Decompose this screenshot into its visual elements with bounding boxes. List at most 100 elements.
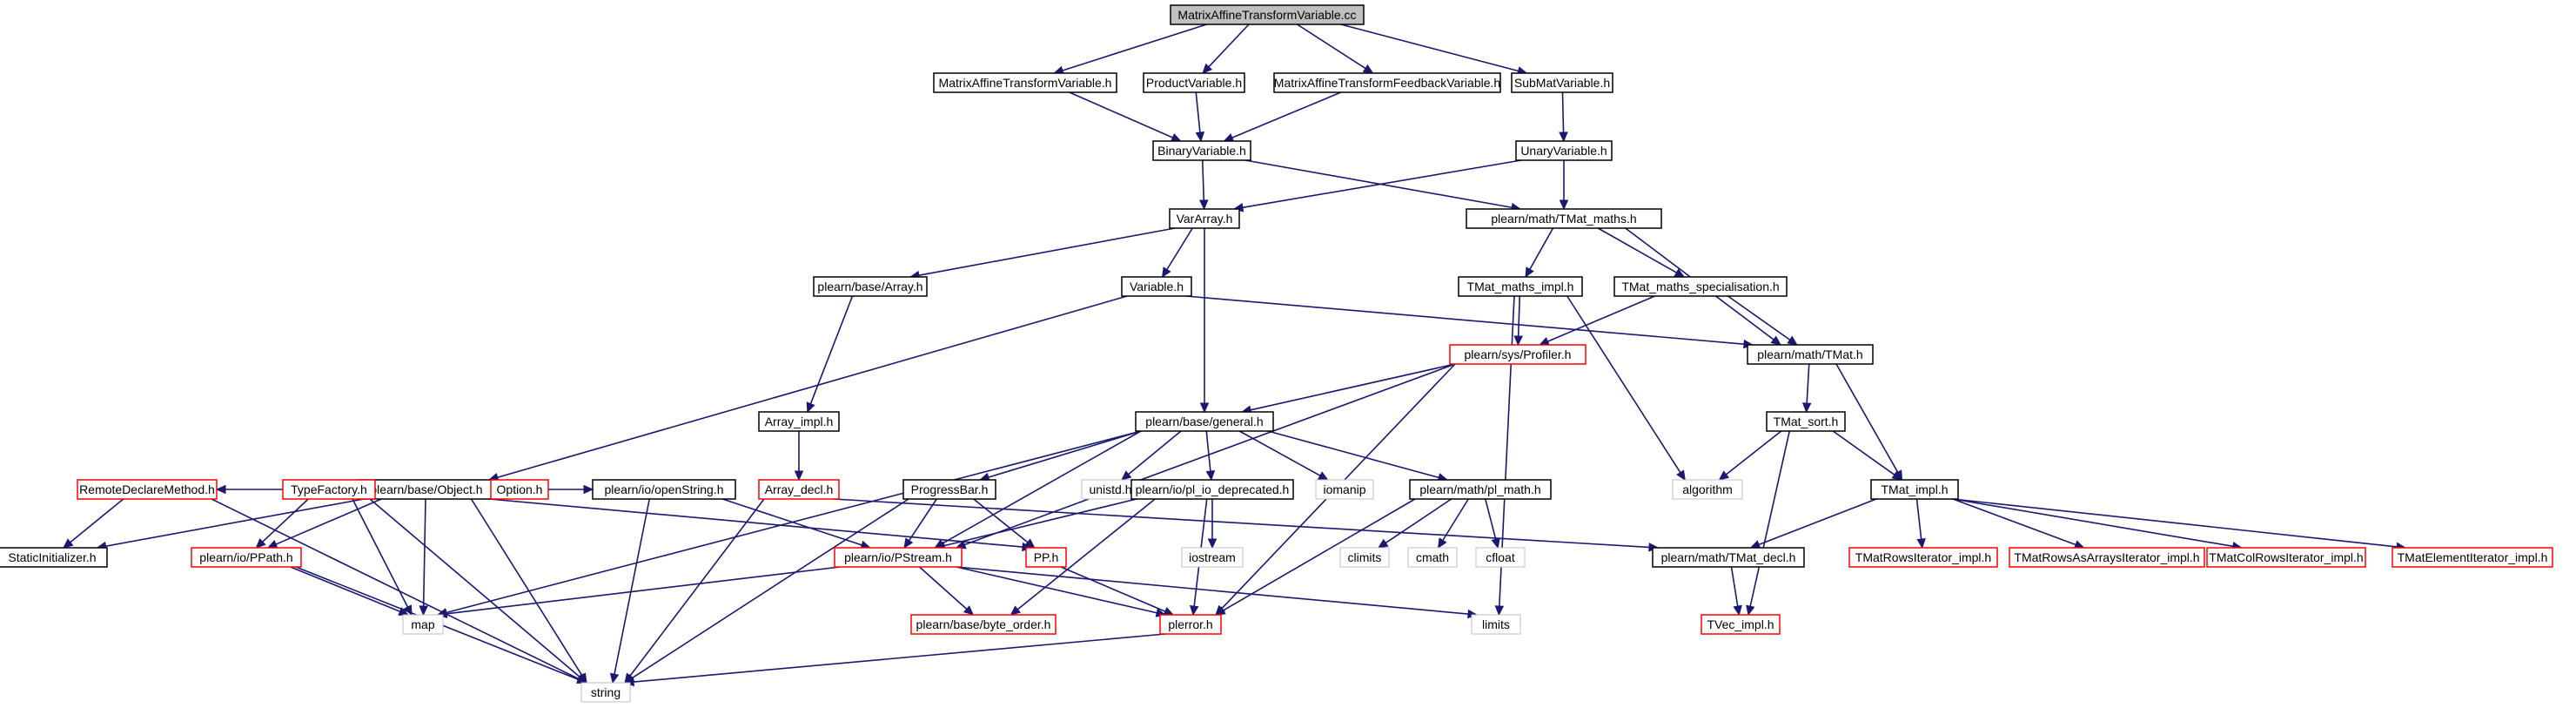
node-box[interactable] [1159, 614, 1222, 635]
node-typefactory[interactable]: TypeFactory.h [282, 479, 376, 500]
node-box[interactable] [402, 614, 444, 635]
node-variable[interactable]: Variable.h [1121, 276, 1192, 297]
node-tmatcolrows[interactable]: TMatColRowsIterator_impl.h [2206, 547, 2366, 568]
node-box[interactable] [1135, 411, 1274, 432]
node-pliodep[interactable]: plearn/io/pl_io_deprecated.h [1130, 479, 1294, 500]
node-box[interactable] [1181, 547, 1244, 568]
node-arrayimpl[interactable]: Array_impl.h [758, 411, 840, 432]
node-box[interactable] [1130, 479, 1294, 500]
node-box[interactable] [1672, 479, 1743, 500]
node-box[interactable] [758, 479, 840, 500]
node-plmath[interactable]: plearn/math/pl_math.h [1409, 479, 1552, 500]
node-box[interactable] [592, 479, 736, 500]
node-submat[interactable]: SubMatVariable.h [1511, 72, 1613, 93]
node-box[interactable] [77, 479, 218, 500]
node-tmatmathsspec[interactable]: TMat_maths_specialisation.h [1613, 276, 1788, 297]
node-box[interactable] [1701, 614, 1781, 635]
node-tmatimpl[interactable]: TMat_impl.h [1870, 479, 1959, 500]
node-box[interactable] [1766, 411, 1846, 432]
node-prodvar[interactable]: ProductVariable.h [1143, 72, 1245, 93]
node-box[interactable] [933, 72, 1117, 93]
node-box[interactable] [1152, 140, 1251, 161]
node-box[interactable] [1315, 479, 1374, 500]
node-unistd[interactable]: unistd.h [1081, 479, 1140, 500]
node-box[interactable] [1409, 479, 1552, 500]
node-remotedecl[interactable]: RemoteDeclareMethod.h [77, 479, 218, 500]
node-tmatmathsimpl[interactable]: TMat_maths_impl.h [1458, 276, 1583, 297]
node-pp[interactable]: PP.h [1025, 547, 1067, 568]
node-box[interactable] [282, 479, 376, 500]
node-matvar[interactable]: MatrixAffineTransformVariable.h [933, 72, 1117, 93]
node-general[interactable]: plearn/base/general.h [1135, 411, 1274, 432]
node-staticinit[interactable]: StaticInitializer.h [0, 547, 108, 568]
node-box[interactable] [902, 479, 996, 500]
node-box[interactable] [910, 614, 1057, 635]
node-box[interactable] [2206, 547, 2366, 568]
node-box[interactable] [1475, 547, 1526, 568]
node-openstring[interactable]: plearn/io/openString.h [592, 479, 736, 500]
node-matfbvar[interactable]: MatrixAffineTransformFeedbackVariable.h [1273, 72, 1501, 93]
node-box[interactable] [1613, 276, 1788, 297]
edge-typefactory-to-map [352, 498, 413, 617]
node-binvar[interactable]: BinaryVariable.h [1152, 140, 1251, 161]
node-map[interactable]: map [402, 614, 444, 635]
node-cfloat[interactable]: cfloat [1475, 547, 1526, 568]
node-tmatelem[interactable]: TMatElementIterator_impl.h [2392, 547, 2553, 568]
node-basearray[interactable]: plearn/base/Array.h [813, 276, 928, 297]
node-box[interactable] [1121, 276, 1192, 297]
node-tmatsort[interactable]: TMat_sort.h [1766, 411, 1846, 432]
node-tmatdecl[interactable]: plearn/math/TMat_decl.h [1652, 547, 1805, 568]
node-box[interactable] [1515, 140, 1613, 161]
node-box[interactable] [2009, 547, 2205, 568]
node-label: TypeFactory.h [291, 482, 367, 496]
node-progressbar[interactable]: ProgressBar.h [902, 479, 996, 500]
node-profiler[interactable]: plearn/sys/Profiler.h [1449, 344, 1587, 365]
node-tmatrowsarr[interactable]: TMatRowsAsArraysIterator_impl.h [2009, 547, 2205, 568]
node-unaryvar[interactable]: UnaryVariable.h [1515, 140, 1613, 161]
node-box[interactable] [758, 411, 840, 432]
node-box[interactable] [1449, 344, 1587, 365]
node-tmatmaths[interactable]: plearn/math/TMat_maths.h [1466, 208, 1662, 229]
node-arraydecl[interactable]: Array_decl.h [758, 479, 840, 500]
node-string[interactable]: string [580, 682, 631, 703]
node-box[interactable] [1511, 72, 1613, 93]
node-box[interactable] [1848, 547, 1998, 568]
node-box[interactable] [580, 682, 631, 703]
node-box[interactable] [1870, 479, 1959, 500]
node-object[interactable]: plearn/base/Object.h [358, 479, 495, 500]
node-box[interactable] [1466, 208, 1662, 229]
node-box[interactable] [2392, 547, 2553, 568]
node-box[interactable] [1458, 276, 1583, 297]
node-box[interactable] [1273, 72, 1501, 93]
node-algorithm[interactable]: algorithm [1672, 479, 1743, 500]
node-box[interactable] [1339, 547, 1390, 568]
node-box[interactable] [1471, 614, 1521, 635]
node-limits[interactable]: limits [1471, 614, 1521, 635]
node-ppath[interactable]: plearn/io/PPath.h [191, 547, 302, 568]
node-byteorder[interactable]: plearn/base/byte_order.h [910, 614, 1057, 635]
node-iostream[interactable]: iostream [1181, 547, 1244, 568]
node-box[interactable] [1652, 547, 1805, 568]
node-box[interactable] [1747, 344, 1874, 365]
node-box[interactable] [191, 547, 302, 568]
node-option[interactable]: Option.h [490, 479, 549, 500]
node-tvecimpl[interactable]: TVec_impl.h [1701, 614, 1781, 635]
node-box[interactable] [0, 547, 108, 568]
node-iomanip[interactable]: iomanip [1315, 479, 1374, 500]
node-root[interactable]: MatrixAffineTransformVariable.cc [1170, 4, 1365, 25]
node-vararray[interactable]: VarArray.h [1169, 208, 1240, 229]
node-box[interactable] [1143, 72, 1245, 93]
node-box[interactable] [490, 479, 549, 500]
node-box[interactable] [813, 276, 928, 297]
node-box[interactable] [1407, 547, 1458, 568]
node-box[interactable] [834, 547, 963, 568]
node-plerror[interactable]: plerror.h [1159, 614, 1222, 635]
node-box[interactable] [1025, 547, 1067, 568]
node-box[interactable] [1169, 208, 1240, 229]
node-cmath[interactable]: cmath [1407, 547, 1458, 568]
node-tmat[interactable]: plearn/math/TMat.h [1747, 344, 1874, 365]
node-climits[interactable]: climits [1339, 547, 1390, 568]
node-box[interactable] [1170, 4, 1365, 25]
node-pstream[interactable]: plearn/io/PStream.h [834, 547, 963, 568]
node-tmatrowsit[interactable]: TMatRowsIterator_impl.h [1848, 547, 1998, 568]
